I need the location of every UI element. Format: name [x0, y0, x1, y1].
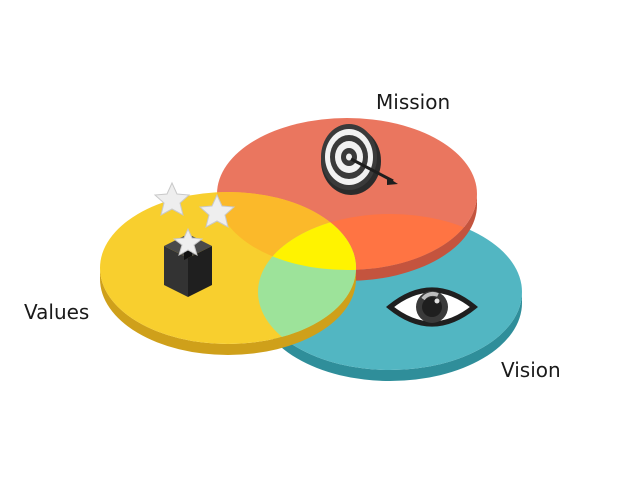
- vision-label: Vision: [501, 358, 561, 382]
- star-icon: [172, 227, 204, 257]
- star-icon: [198, 193, 236, 228]
- target-arrow-icon: [321, 124, 398, 195]
- star-icon: [153, 181, 191, 216]
- eye-icon: [386, 287, 478, 327]
- overlap-center: [258, 214, 356, 270]
- values-label: Values: [24, 300, 90, 324]
- box-stars-icon: [153, 181, 236, 297]
- mission-label: Mission: [376, 90, 451, 114]
